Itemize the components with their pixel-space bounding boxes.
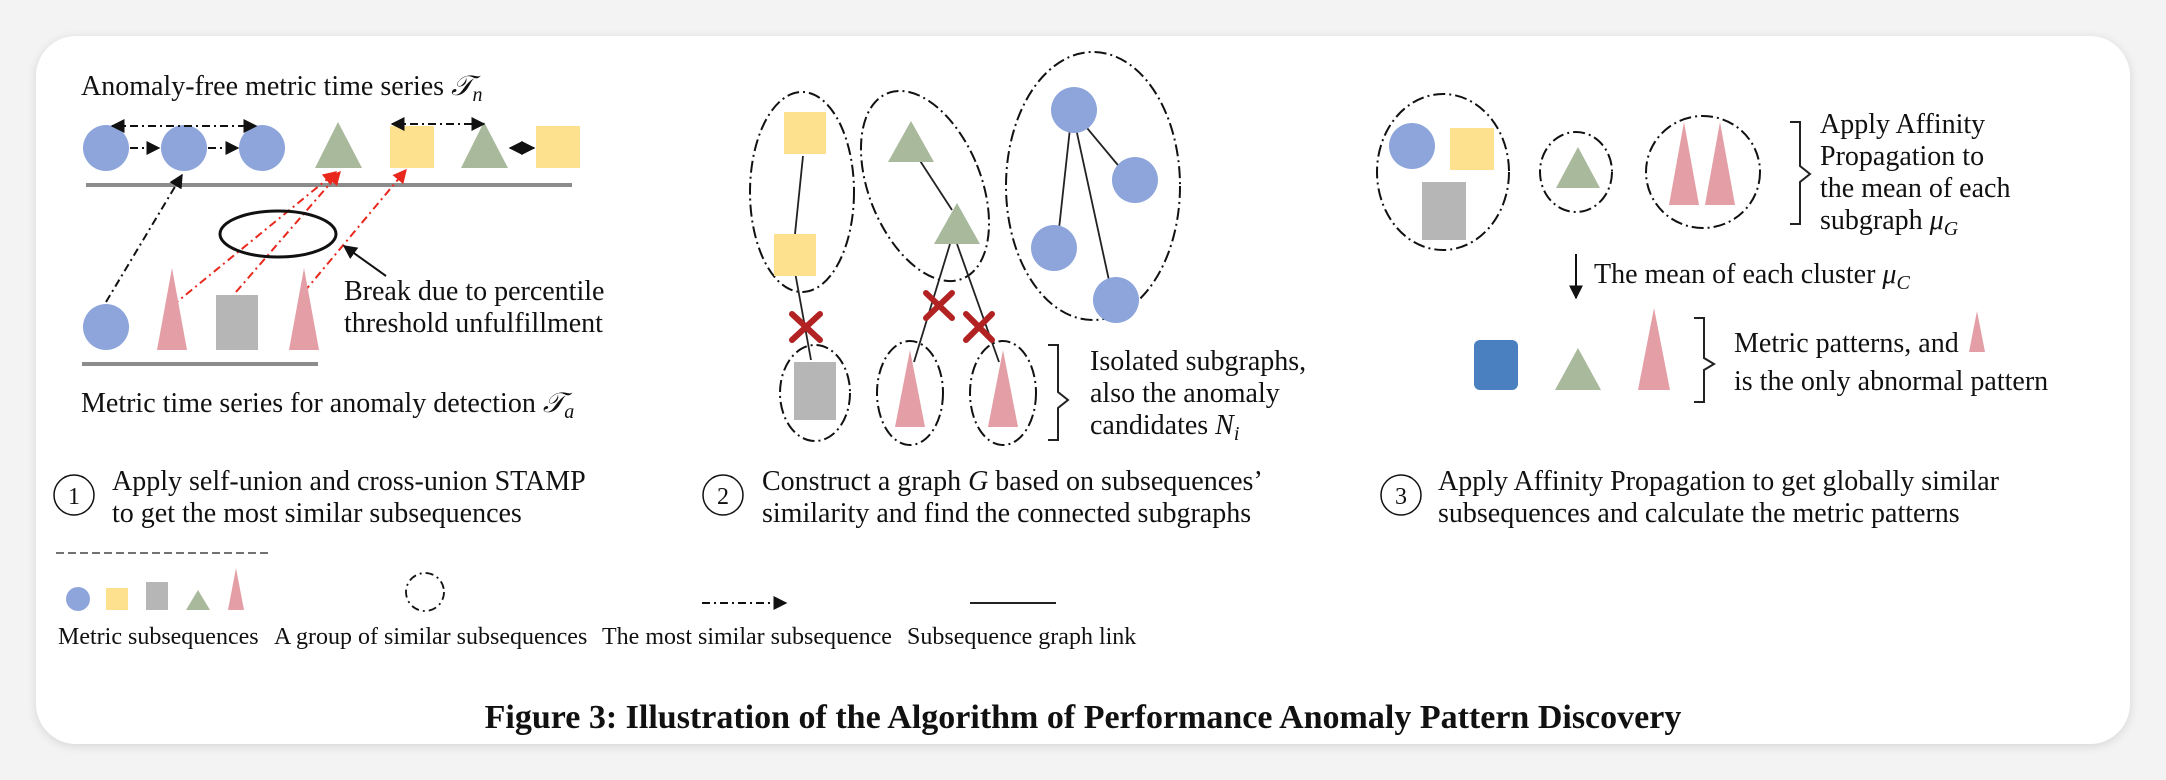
legend-group-label: A group of similar subsequences	[274, 624, 587, 650]
cluster-red-triangle-1	[1669, 122, 1699, 205]
affinity-note-line-1: Apply Affinity	[1820, 109, 1985, 140]
graph-circle-1	[1051, 87, 1097, 133]
graph-triangle-1	[888, 121, 934, 162]
step-3-number: 3	[1395, 484, 1407, 510]
isolated-brace	[1048, 344, 1070, 441]
cluster-mean-label: The mean of each cluster μC	[1594, 259, 1910, 294]
isolated-rect	[794, 362, 836, 420]
step-1-caption-line-2: to get the most similar subsequences	[112, 498, 522, 529]
stage-3-groups	[1376, 93, 1761, 251]
step-1-caption-line-1: Apply self-union and cross-union STAMP	[112, 466, 586, 497]
graph-circle-3	[1031, 225, 1077, 271]
break-pointer-arrow	[342, 245, 387, 277]
top-triangle-1	[315, 122, 362, 168]
abnormal-pattern-icon	[1969, 311, 1985, 352]
affinity-note-line-4: subgraph μG	[1820, 205, 1959, 240]
legend-circle	[66, 587, 90, 611]
stage-1: Anomaly-free metric time series 𝒯n B	[53, 71, 604, 529]
cross-similarity-arrows	[171, 168, 407, 307]
legend: Metric subsequences A group of similar s…	[56, 552, 1136, 650]
affinity-note-line-3: the mean of each	[1820, 173, 2010, 204]
legend-subsequences-label: Metric subsequences	[58, 624, 259, 650]
top-square-2	[536, 126, 580, 168]
isolated-note-line-1: Isolated subgraphs,	[1090, 346, 1306, 377]
graph-square-2	[774, 234, 816, 276]
stage-2: Isolated subgraphs, also the anomaly can…	[702, 51, 1306, 529]
legend-rect	[146, 582, 168, 610]
legend-square	[106, 588, 128, 610]
isolated-note-line-3: candidates Ni	[1090, 410, 1239, 445]
pattern-triangle	[1555, 348, 1601, 390]
isolated-note-line-2: also the anomaly	[1090, 378, 1280, 409]
cluster-square	[1450, 128, 1494, 170]
figure-caption: Figure 3: Illustration of the Algorithm …	[485, 699, 1682, 736]
step-2-badge	[702, 474, 744, 516]
patterns-note-line-2: is the only abnormal pattern	[1734, 366, 2048, 397]
affinity-note-line-2: Propagation to	[1820, 141, 1984, 172]
legend-green-triangle	[186, 590, 210, 610]
bottom-triangle-1	[157, 268, 187, 350]
legend-red-triangle	[228, 568, 244, 610]
bottom-triangle-2	[289, 268, 319, 350]
legend-most-similar-label: The most similar subsequence	[602, 624, 892, 650]
pattern-blue-square	[1474, 340, 1518, 390]
break-label-line-1: Break due to percentile	[344, 276, 604, 307]
top-triangle-2	[461, 122, 508, 168]
stage-2-groups	[749, 51, 1181, 446]
stage-3: Apply Affinity Propagation to the mean o…	[1376, 93, 2048, 529]
anomaly-free-series-title: Anomaly-free metric time series 𝒯n	[81, 71, 483, 106]
cluster-circle	[1389, 123, 1435, 169]
figure-card	[36, 36, 2130, 744]
step-2-number: 2	[717, 484, 729, 510]
cluster-rect	[1422, 182, 1466, 240]
step-3-caption-line-2: subsequences and calculate the metric pa…	[1438, 498, 1960, 529]
top-circle-2	[161, 125, 207, 171]
step-2-caption-line-1: Construct a graph G based on subsequence…	[762, 466, 1263, 497]
graph-triangle-2	[934, 203, 980, 244]
cluster-triangle	[1556, 147, 1600, 188]
top-similarity-arrows	[105, 117, 536, 303]
isolated-triangle-2	[988, 350, 1018, 427]
patterns-brace	[1694, 317, 1716, 403]
step-2-caption-line-2: similarity and find the connected subgra…	[762, 498, 1251, 529]
broken-link-crosses	[789, 290, 995, 343]
top-circle-3	[239, 125, 285, 171]
top-circle-1	[83, 125, 129, 171]
step-1-badge	[53, 474, 95, 516]
graph-circle-2	[1112, 157, 1158, 203]
step-1-number: 1	[68, 484, 80, 510]
legend-group-icon	[405, 572, 445, 612]
graph-circle-4	[1093, 277, 1139, 323]
affinity-brace	[1790, 121, 1812, 225]
bottom-circle	[83, 304, 129, 350]
detection-series-title: Metric time series for anomaly detection…	[81, 388, 574, 423]
break-ellipse	[218, 209, 338, 259]
step-3-badge	[1380, 474, 1422, 516]
pattern-red-triangle	[1638, 308, 1670, 390]
top-square-1	[390, 126, 434, 168]
cluster-red-triangle-2	[1705, 122, 1735, 205]
legend-graph-link-label: Subsequence graph link	[907, 624, 1136, 650]
step-3-caption-line-1: Apply Affinity Propagation to get global…	[1438, 466, 2000, 497]
patterns-note-line-1: Metric patterns, and	[1734, 328, 1959, 359]
bottom-rect	[216, 295, 258, 350]
break-label-line-2: threshold unfulfillment	[344, 308, 603, 339]
isolated-triangle-1	[895, 350, 925, 427]
graph-square-1	[784, 112, 826, 154]
